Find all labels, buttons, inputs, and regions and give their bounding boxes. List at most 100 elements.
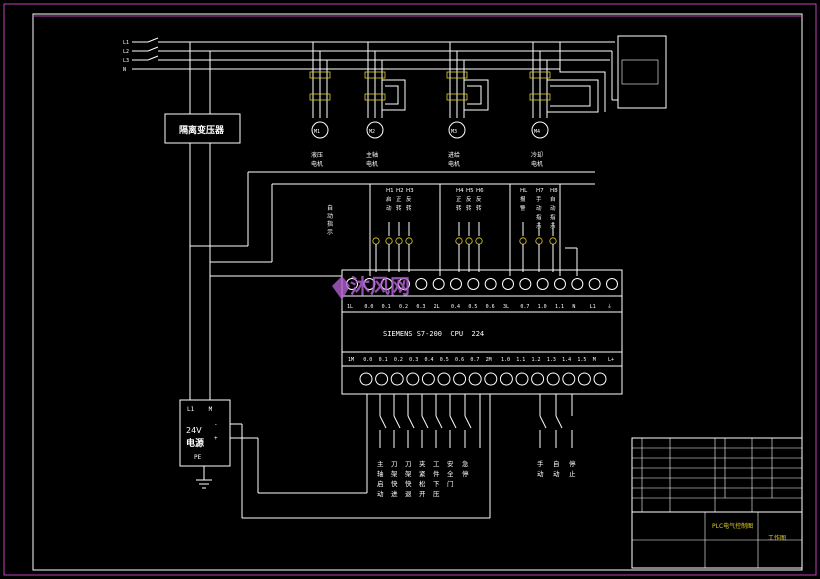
plc-top-terminal-screw (588, 278, 601, 290)
output-coils (369, 184, 578, 276)
watermark-text: 沐风网 (350, 274, 410, 298)
plc-bottom-terminal-label: 1.4 (562, 357, 571, 363)
plc-bottom-terminal-screw (375, 372, 389, 386)
plc-bottom-terminal-label: 1.0 (501, 357, 510, 363)
plc-top-terminal-label: 2L (434, 304, 440, 310)
plc-bottom-terminal-screw (421, 372, 435, 386)
plc-bottom-terminal-screw (390, 372, 404, 386)
plc-top-terminal-screw (519, 278, 532, 290)
svg-text:电机: 电机 (366, 160, 378, 168)
svg-text:M4: M4 (534, 129, 540, 135)
plc-bottom-terminal-screw (484, 372, 498, 386)
plc-bottom-terminal-label: 0.4 (424, 357, 433, 363)
svg-text:电机: 电机 (531, 160, 543, 168)
plc-bottom-terminal-label: 0.3 (409, 357, 418, 363)
plc-top-terminal-screw (571, 278, 584, 290)
input-label: 急停 (462, 459, 469, 478)
input-label-right: 停止 (569, 459, 576, 478)
plc-top-terminal-label: 1.1 (555, 304, 564, 310)
plc-top-terminal-label: 1.0 (538, 304, 547, 310)
indicator-lamp (385, 237, 393, 245)
svg-text:M3: M3 (451, 129, 457, 135)
plc-bottom-terminal-label: 0.5 (440, 357, 449, 363)
plc-top-terminal-label: 0.0 (364, 304, 373, 310)
plc-top-terminal-label: L1 (590, 304, 596, 310)
plc-bottom-terminal-screw (593, 372, 607, 386)
svg-text:M1: M1 (314, 129, 320, 135)
plc-title: SIEMENS S7-200 CPU 224 (383, 330, 484, 338)
plc-top-terminal-screw (398, 278, 410, 290)
psu-name: 电源 (186, 437, 204, 449)
plc-bottom-terminal-screw (577, 372, 591, 386)
plc-bottom-terminal-label: 2M (486, 357, 492, 363)
plc-top-terminal-screw (415, 278, 428, 290)
motor-m3-name: 进给 (448, 151, 460, 159)
plc-top-terminal-label: N (572, 304, 575, 310)
motor-m2-name: 主轴 (366, 151, 378, 159)
plc-top-terminal-screw (363, 278, 376, 290)
plc-bottom-terminal-screw (468, 372, 482, 386)
indicator-lamp (465, 237, 473, 245)
plc-bottom-terminal-label: 0.7 (470, 357, 479, 363)
plc-top-terminal-label: 0.5 (468, 304, 477, 310)
plc-top-terminal-label: ⏚ (607, 303, 612, 310)
plc-top-terminal-label: 0.2 (399, 304, 408, 310)
plc-bottom-terminal-label: 0.6 (455, 357, 464, 363)
indicator-lamp (535, 237, 543, 245)
plc-top-terminal-label: 0.1 (382, 304, 391, 310)
indicator-lamp (395, 237, 403, 245)
plc-bottom-terminal-label: 0.0 (363, 357, 372, 363)
isolation-transformer (164, 113, 241, 144)
plc-top-terminal-label: 0.3 (416, 304, 425, 310)
plc-bottom-terminal-label: 1.1 (516, 357, 525, 363)
plc-top-terminal-screw (606, 278, 618, 290)
plc-top-terminal-label: 3L (503, 304, 509, 310)
watermark: 沐风网 (332, 274, 410, 300)
indicator-lamp (372, 237, 380, 245)
psu-top-label: L1 M (187, 406, 213, 413)
phase-label-l3: L3 (123, 58, 129, 64)
svg-text:+: + (214, 435, 218, 442)
input-label: 主轴启动 (377, 459, 384, 498)
motor-m4: M4 冷却 电机 (529, 42, 606, 168)
title-block: PLC电气控制图 工作图 (631, 437, 803, 569)
plc-bottom-terminal-label: 1M (348, 357, 354, 363)
phase-label-l1: L1 (123, 40, 129, 46)
psu-voltage: 24V (186, 426, 202, 435)
indicator-lamp (519, 237, 527, 245)
drawing-frame (32, 13, 803, 571)
plc-bottom-terminal-label: 1.2 (532, 357, 541, 363)
plc-top-terminal-screw (450, 278, 462, 290)
motor-m3: M3 进给 电机 (446, 42, 489, 168)
svg-text:-: - (214, 421, 218, 428)
input-label: 安全门 (447, 459, 454, 488)
plc-bottom-terminal-label: M (593, 357, 596, 363)
indicator-lamp (455, 237, 463, 245)
plc-bottom-terminal-screw (359, 372, 373, 386)
plc-top-terminal-screw (554, 278, 566, 290)
plc-top-terminal-label: 0.6 (486, 304, 495, 310)
plc-top-terminal-screw (536, 278, 549, 290)
input-label: 夹紧松开 (419, 459, 426, 498)
input-label: 刀架快退 (405, 460, 412, 498)
plc-top-terminal-screw (484, 278, 497, 290)
motor-m4-name: 冷却 (531, 151, 543, 159)
input-label-right: 手动 (537, 459, 544, 478)
svg-text:M2: M2 (369, 129, 375, 135)
psu-pe: PE (194, 454, 202, 461)
plc-bottom-terminal-screw (499, 372, 513, 386)
phase-label-l2: L2 (123, 49, 129, 55)
supply-lines: L1 L2 L3 N (123, 37, 615, 73)
